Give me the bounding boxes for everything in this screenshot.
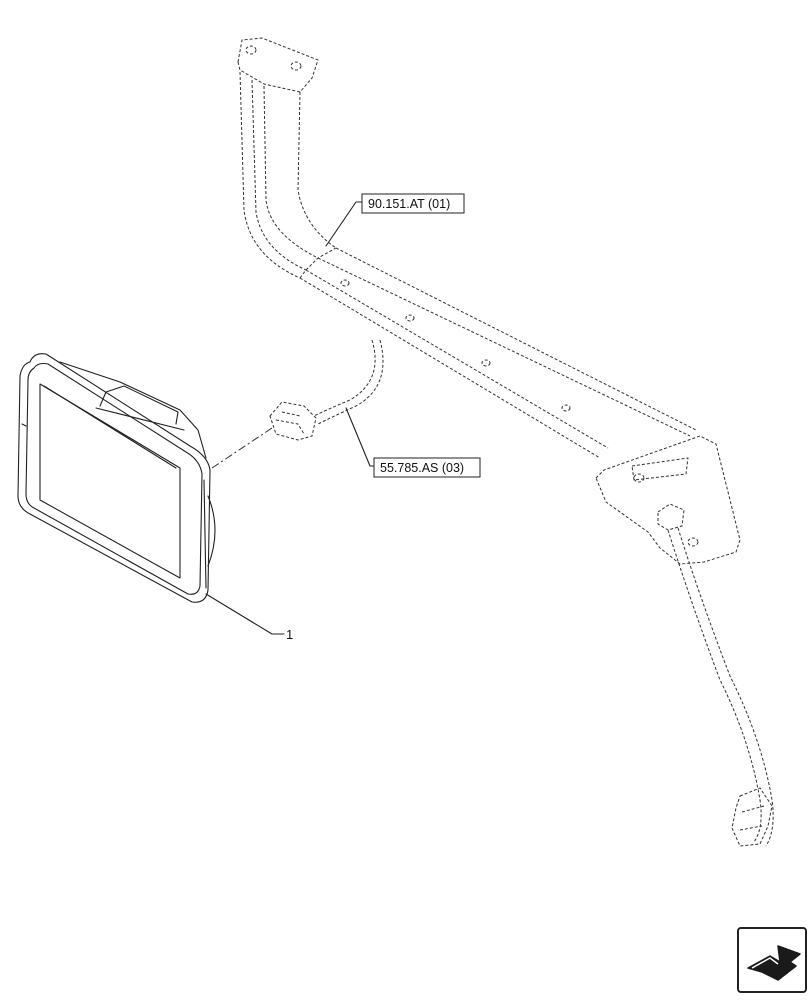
- callout-harness-ref[interactable]: 55.785.AS (03): [345, 407, 481, 478]
- callout-display-item[interactable]: 1: [205, 593, 293, 642]
- connection-line: [211, 427, 273, 469]
- callout-display-item-text: 1: [286, 627, 293, 642]
- next-page-arrow-icon[interactable]: [737, 927, 807, 993]
- callout-bracket-ref[interactable]: 90.151.AT (01): [325, 193, 465, 247]
- mounting-bracket: [237, 37, 741, 565]
- display-unit[interactable]: [17, 353, 216, 603]
- wiring-harness: [269, 339, 774, 847]
- callout-bracket-ref-text: 90.151.AT (01): [368, 197, 450, 211]
- callout-harness-ref-text: 55.785.AS (03): [380, 461, 464, 475]
